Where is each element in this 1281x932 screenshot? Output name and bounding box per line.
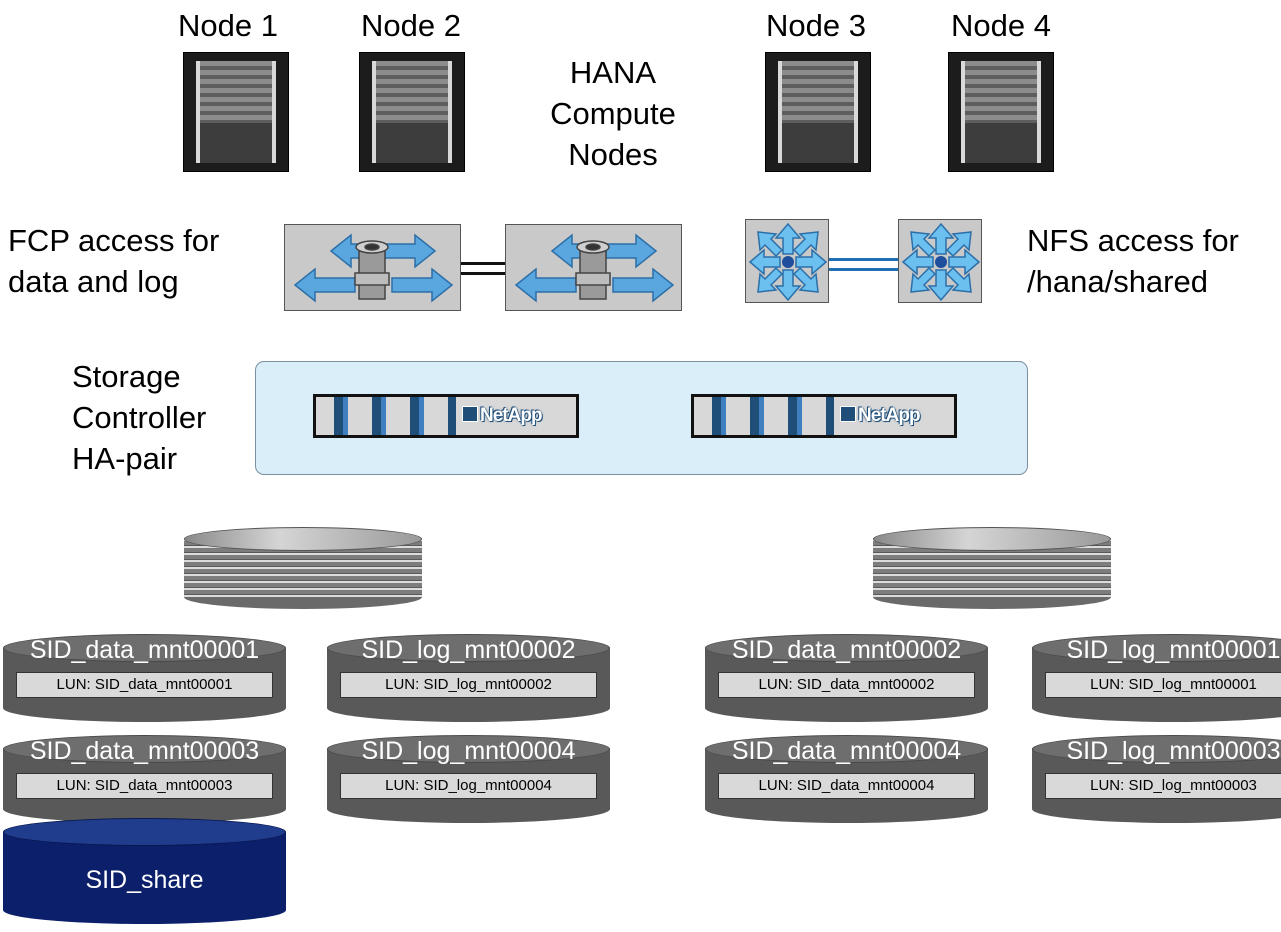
- controller-shelf-1: NetApp: [313, 394, 579, 438]
- nfs-switch-2-icon: [898, 219, 982, 303]
- netapp-mark-icon: [462, 406, 478, 422]
- nfs-link-top: [829, 258, 898, 261]
- fc-isl-link-bottom: [461, 272, 505, 275]
- volume-sid-log-mnt00001: SID_log_mnt00001 LUN: SID_log_mnt00001: [1032, 634, 1281, 722]
- fc-switch-2-icon: [505, 224, 682, 311]
- volume-sid-data-mnt00003: SID_data_mnt00003 LUN: SID_data_mnt00003: [3, 735, 286, 823]
- volume-sid-share: SID_share: [3, 818, 286, 924]
- controller-shelf-2: NetApp: [691, 394, 957, 438]
- fc-switch-1-icon: [284, 224, 461, 311]
- node-4-label: Node 4: [951, 8, 1051, 43]
- aggregate-2-disk: [873, 527, 1111, 609]
- fc-isl-link-top: [461, 262, 505, 265]
- storage-controller-label: Storage Controller HA-pair: [72, 359, 207, 476]
- fcp-access-label: FCP access for data and log: [8, 223, 220, 299]
- server-node-2-icon: [359, 52, 465, 172]
- node-2-label: Node 2: [361, 8, 461, 43]
- node-1-label: Node 1: [178, 8, 278, 43]
- server-node-1-icon: [183, 52, 289, 172]
- aggregate-1-disk: [184, 527, 422, 609]
- lun-label: LUN: SID_data_mnt00004: [718, 773, 975, 799]
- volume-sid-log-mnt00004: SID_log_mnt00004 LUN: SID_log_mnt00004: [327, 735, 610, 823]
- lun-label: LUN: SID_log_mnt00002: [340, 672, 597, 698]
- lun-label: LUN: SID_log_mnt00004: [340, 773, 597, 799]
- nfs-switch-1-icon: [745, 219, 829, 303]
- volume-sid-data-mnt00002: SID_data_mnt00002 LUN: SID_data_mnt00002: [705, 634, 988, 722]
- server-node-3-icon: [765, 52, 871, 172]
- netapp-logo-2: NetApp: [840, 405, 921, 427]
- netapp-mark-icon: [840, 406, 856, 422]
- netapp-logo-1: NetApp: [462, 405, 543, 427]
- nfs-link-bottom: [829, 268, 898, 271]
- volume-sid-data-mnt00004: SID_data_mnt00004 LUN: SID_data_mnt00004: [705, 735, 988, 823]
- node-3-label: Node 3: [766, 8, 866, 43]
- lun-label: LUN: SID_log_mnt00003: [1045, 773, 1281, 799]
- server-node-4-icon: [948, 52, 1054, 172]
- nfs-access-label: NFS access for /hana/shared: [1027, 223, 1239, 299]
- lun-label: LUN: SID_data_mnt00001: [16, 672, 273, 698]
- volume-sid-log-mnt00002: SID_log_mnt00002 LUN: SID_log_mnt00002: [327, 634, 610, 722]
- compute-nodes-label: HANA Compute Nodes: [550, 55, 676, 172]
- lun-label: LUN: SID_data_mnt00002: [718, 672, 975, 698]
- lun-label: LUN: SID_data_mnt00003: [16, 773, 273, 799]
- volume-sid-data-mnt00001: SID_data_mnt00001 LUN: SID_data_mnt00001: [3, 634, 286, 722]
- lun-label: LUN: SID_log_mnt00001: [1045, 672, 1281, 698]
- volume-sid-log-mnt00003: SID_log_mnt00003 LUN: SID_log_mnt00003: [1032, 735, 1281, 823]
